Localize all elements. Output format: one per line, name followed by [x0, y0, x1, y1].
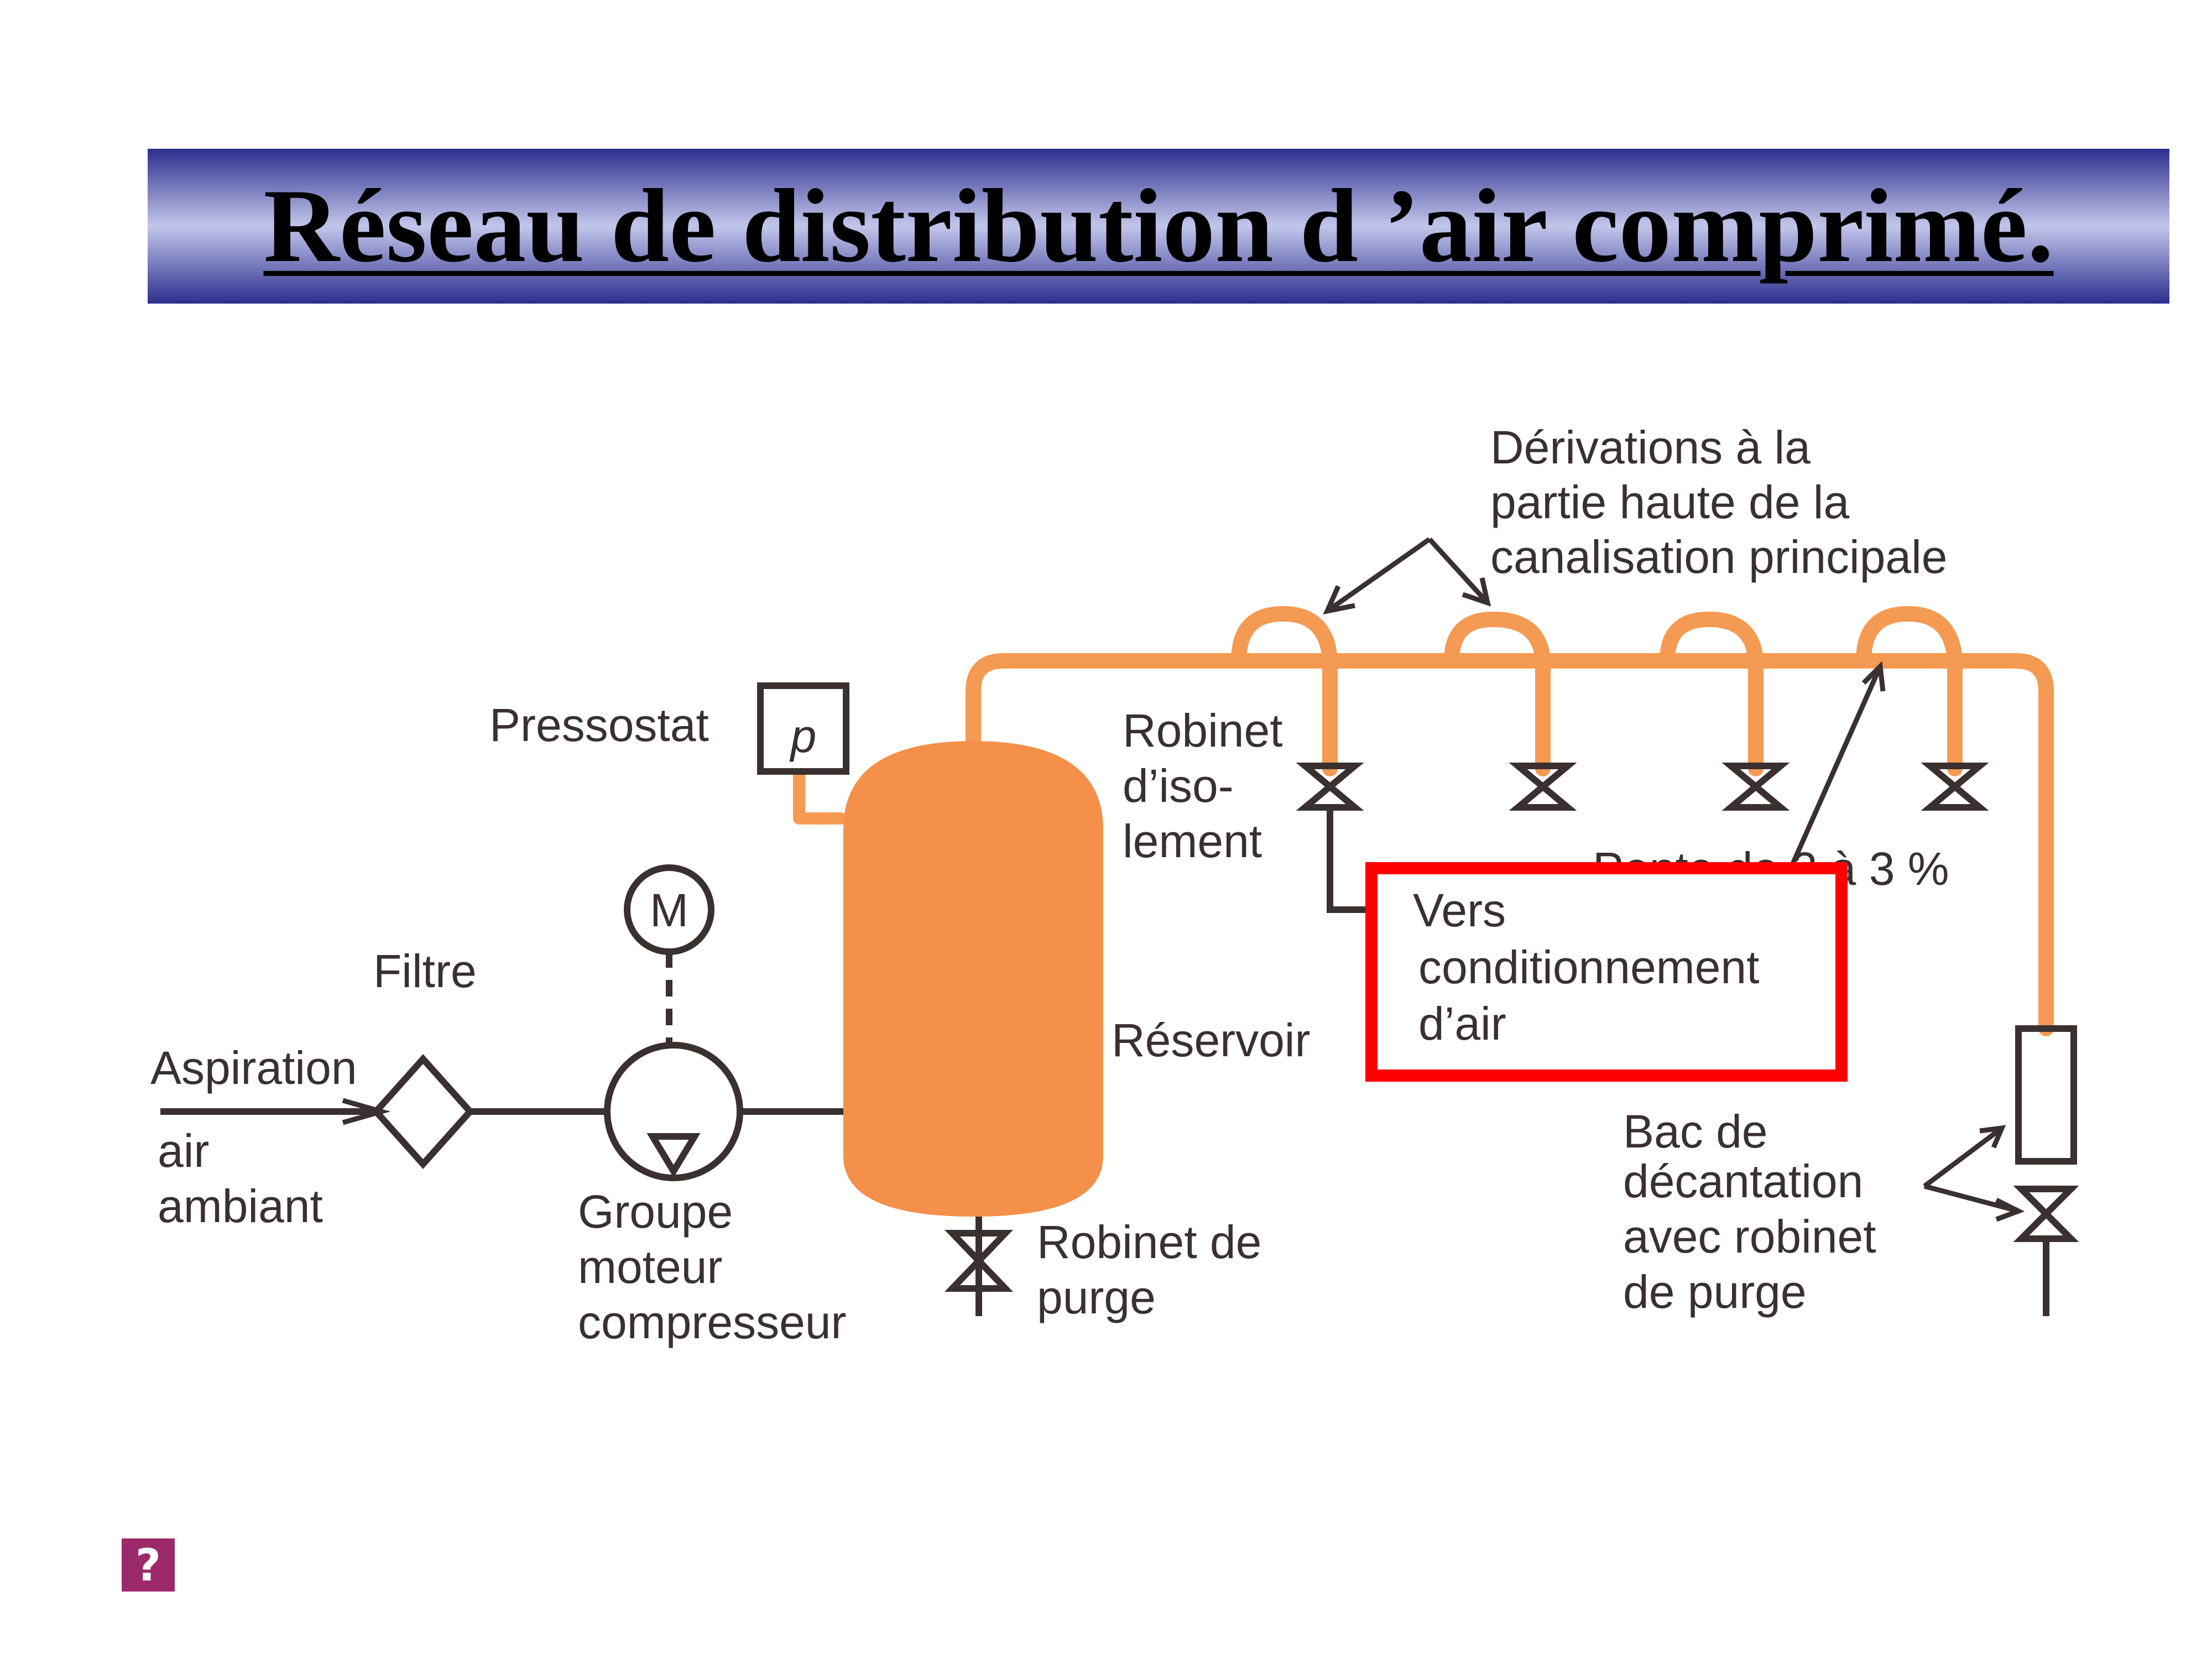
branch-2: [1444, 612, 1551, 776]
components: [371, 682, 2079, 1292]
motor-symbol-letter: M: [650, 884, 688, 936]
pressostat-link: [793, 768, 847, 825]
pressostat-box: [757, 682, 849, 775]
label-aspiration-3: ambiant: [158, 1180, 323, 1232]
pipe-network: [793, 606, 2054, 1036]
filter-symbol: [371, 1054, 475, 1169]
label-robinet-isolement-1: Robinet: [1123, 705, 1283, 757]
label-robinet-purge-2: purge: [1037, 1271, 1156, 1323]
label-pressostat: Pressostat: [489, 699, 709, 751]
label-groupe-3: compresseur: [578, 1296, 847, 1348]
intake-arrow: [342, 1098, 391, 1125]
decanter-arrow-2: [1923, 1183, 2020, 1214]
derivations-arrow-left-head: [1323, 585, 1355, 615]
isolation-valve-1: [1296, 763, 1364, 811]
reservoir-tank: [843, 741, 1103, 1217]
main-pipe: [966, 653, 2054, 1036]
page-title: Réseau de distribution d ’air comprimé.: [263, 168, 2054, 284]
branch-1: [1231, 606, 1338, 776]
isolation-valve-3: [1721, 763, 1790, 811]
arrows: [342, 537, 2025, 1222]
compressor-triangle: [646, 1133, 701, 1178]
label-aspiration-2: air: [158, 1125, 209, 1177]
derivations-arrow-right: [1427, 537, 1490, 605]
label-bac-1: Bac de: [1623, 1105, 1768, 1157]
label-bac-4: de purge: [1623, 1266, 1807, 1318]
label-reservoir: Réservoir: [1112, 1014, 1310, 1066]
label-derivations-1: Dérivations à la: [1490, 421, 1811, 473]
label-derivations-3: canalisation principale: [1490, 531, 1948, 583]
decanter-arrow-1-head: [1979, 1125, 2006, 1149]
label-bac-3: avec robinet: [1623, 1211, 1876, 1262]
slope-arrow: [1781, 665, 1883, 886]
label-robinet-isolement-2: d’iso-: [1123, 760, 1234, 812]
label-vers-3: d’air: [1418, 998, 1506, 1050]
black-piping: [160, 807, 2049, 1316]
question-mark-icon: ?: [135, 1539, 161, 1591]
decanter-arrow-2-head: [1995, 1197, 2025, 1222]
decanter-body: [2015, 1025, 2077, 1165]
branch-3: [1660, 612, 1764, 776]
motor-symbol: [624, 864, 714, 955]
label-groupe-1: Groupe: [578, 1186, 733, 1238]
derivations-arrow-left: [1326, 537, 1431, 613]
compressor-symbol: [604, 1042, 743, 1181]
decanter-valve: [2013, 1186, 2079, 1242]
label-vers-2: conditionnement: [1418, 941, 1759, 993]
derivations-arrow-right-head: [1462, 577, 1491, 607]
branch-4: [1856, 606, 1963, 776]
purge-valve: [944, 1230, 1014, 1292]
pressostat-symbol: p: [789, 710, 817, 762]
label-robinet-purge-1: Robinet de: [1037, 1216, 1261, 1268]
label-filtre: Filtre: [373, 945, 477, 997]
label-robinet-isolement-3: lement: [1123, 815, 1262, 867]
title-bar: Réseau de distribution d ’air comprimé.: [148, 149, 2169, 304]
decanter-arrow-1: [1923, 1126, 2004, 1188]
label-vers-1: Vers: [1413, 884, 1506, 936]
isolation-valve-4: [1921, 763, 1989, 811]
isolation-valve-2: [1509, 763, 1577, 811]
label-bac-2: décantation: [1623, 1155, 1863, 1207]
label-aspiration-1: Aspiration: [150, 1042, 357, 1094]
highlight-box: [1365, 862, 1848, 1082]
help-button[interactable]: ?: [122, 1538, 175, 1592]
slope-arrow-head: [1861, 661, 1886, 692]
label-groupe-2: moteur: [578, 1241, 722, 1293]
label-derivations-2: partie haute de la: [1490, 476, 1849, 528]
